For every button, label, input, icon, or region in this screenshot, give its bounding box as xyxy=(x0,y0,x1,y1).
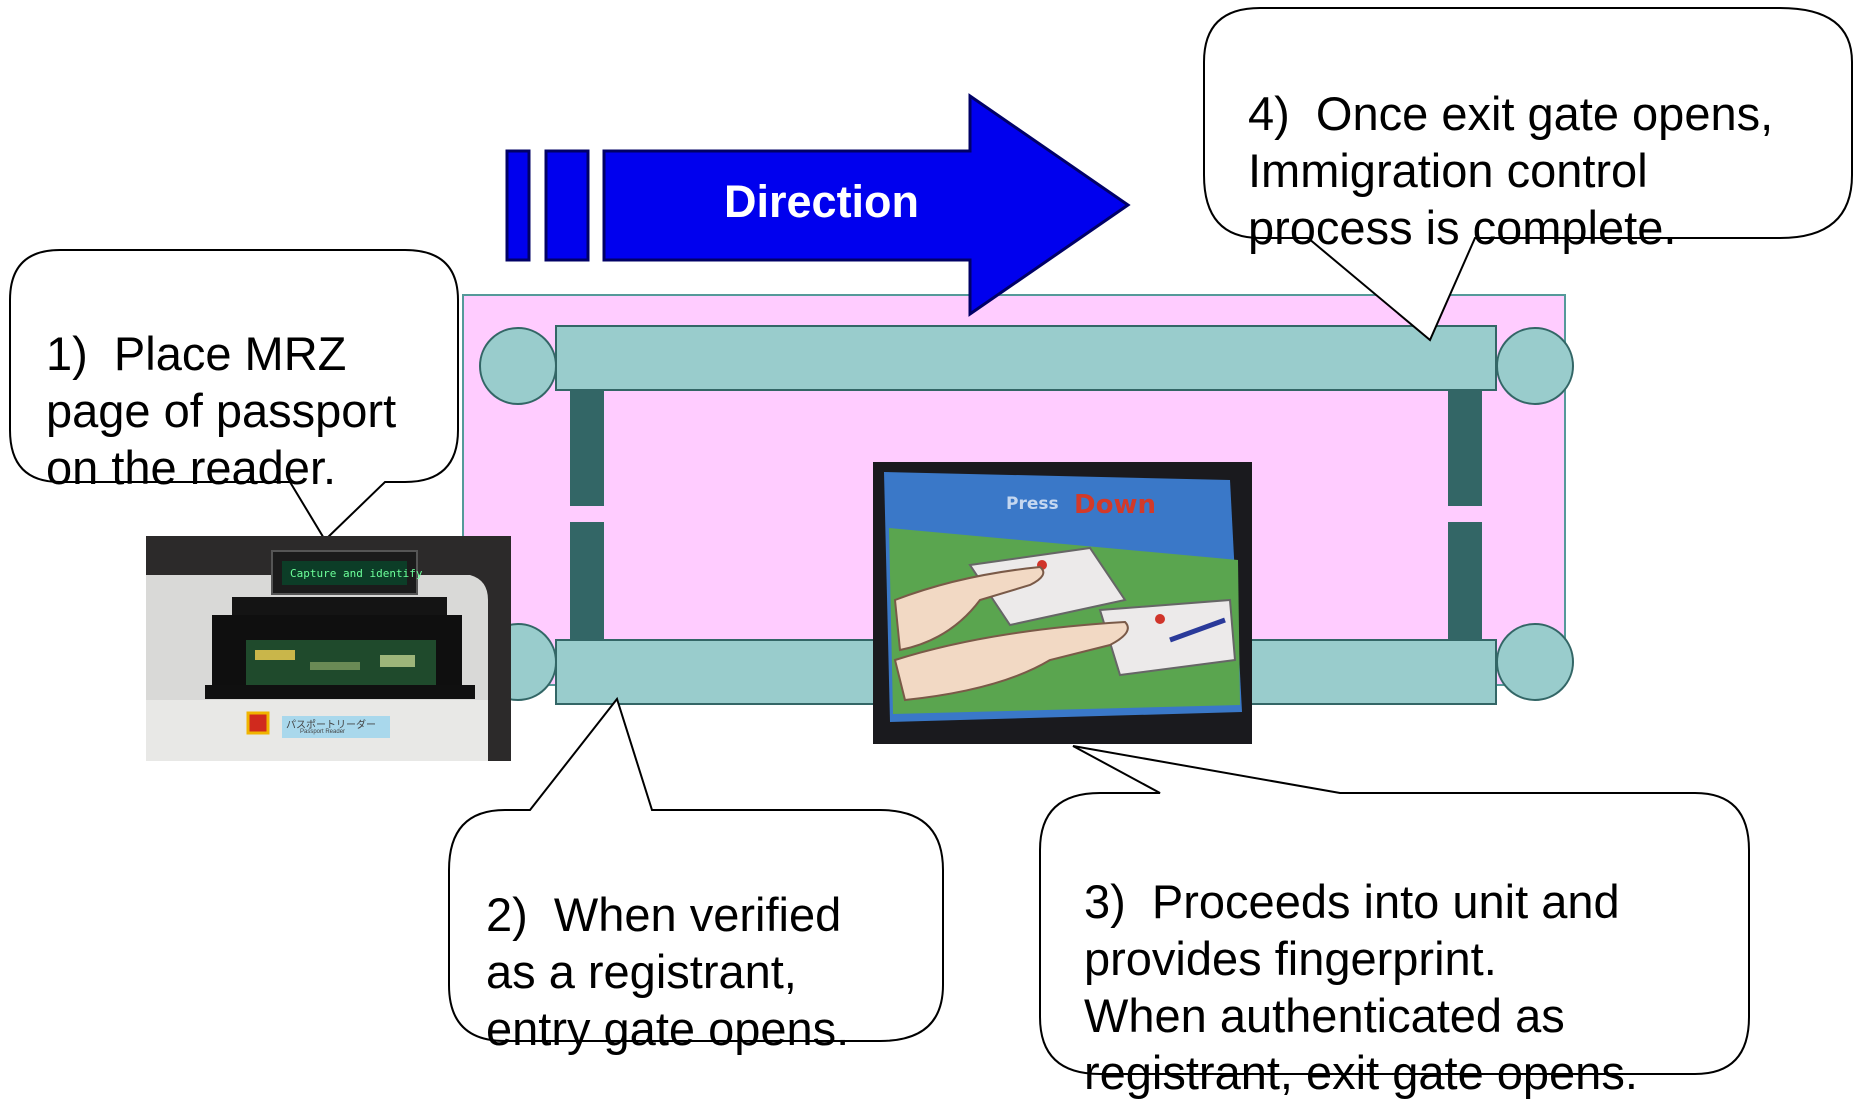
step-1-body: Place MRZ page of passport on the reader… xyxy=(46,327,397,494)
passport-reader-photo xyxy=(146,536,511,761)
diagram-stage: Direction 1) Place MRZ page of passport … xyxy=(9,7,1853,1099)
step-2-text: 2) When verified as a registrant, entry … xyxy=(486,829,849,1057)
step-4-text: 4) Once exit gate opens, Immigration con… xyxy=(1248,28,1773,256)
exit-gate-post-lower xyxy=(1448,522,1482,648)
exit-gate-post-upper xyxy=(1448,380,1482,506)
reader-lcd-text: Capture and identify xyxy=(290,567,423,580)
direction-label: Direction xyxy=(724,176,920,227)
callout-3-bubble xyxy=(1039,745,1750,1075)
callout-1-bubble xyxy=(9,249,459,542)
step-2-body: When verified as a registrant, entry gat… xyxy=(486,888,850,1055)
top-rail xyxy=(555,325,1497,391)
step-4-body: Once exit gate opens, Immigration contro… xyxy=(1248,87,1774,254)
entry-gate-post-upper xyxy=(570,380,604,506)
direction-arrow xyxy=(602,93,1131,317)
arrow-stripe-2 xyxy=(544,149,590,262)
reader-label-en: Passport Reader xyxy=(300,729,346,735)
callout-4-bubble xyxy=(1203,7,1853,342)
diagram-canvas xyxy=(9,7,1853,1075)
step-3-number: 3) xyxy=(1084,875,1126,928)
step-3-body: Proceeds into unit and provides fingerpr… xyxy=(1084,875,1638,1099)
screen-title-down: Down xyxy=(1074,490,1156,520)
step-4-number: 4) xyxy=(1248,87,1290,140)
callout-2-bubble xyxy=(448,696,944,1042)
step-3-text: 3) Proceeds into unit and provides finge… xyxy=(1084,816,1638,1101)
rail-cap-bottom-right xyxy=(1496,623,1574,701)
fingerprint-screen-photo xyxy=(873,462,1252,744)
step-1-number: 1) xyxy=(46,327,88,380)
reader-label-jp: パスポートリーダー xyxy=(286,720,376,731)
step-1-text: 1) Place MRZ page of passport on the rea… xyxy=(46,268,396,496)
step-2-number: 2) xyxy=(486,888,528,941)
entry-gate-post-lower xyxy=(570,522,604,648)
rail-cap-top-right xyxy=(1496,327,1574,405)
rail-cap-top-left xyxy=(479,327,557,405)
screen-title-press: Press xyxy=(1006,494,1059,514)
arrow-stripe-1 xyxy=(505,149,531,262)
